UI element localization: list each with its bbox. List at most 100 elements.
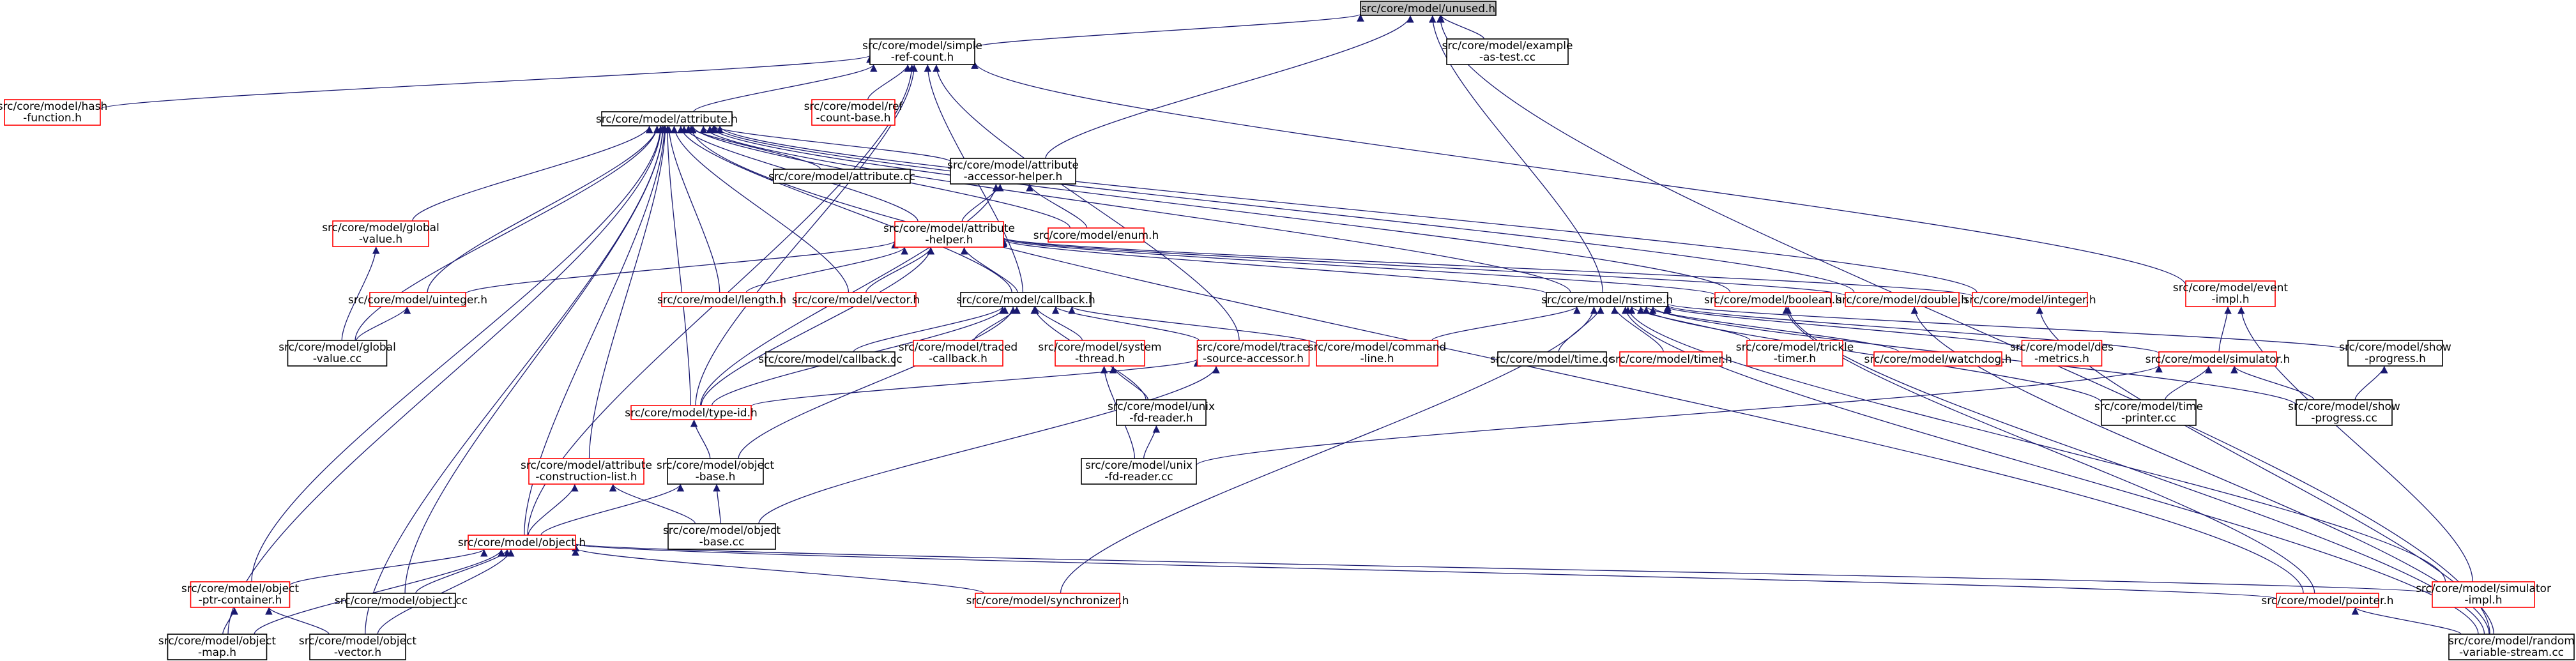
node-hash[interactable]: src/core/model/hash-function.h	[0, 99, 107, 126]
edge-unixfdcc-to-unixfdh	[1143, 425, 1161, 459]
node-length[interactable]: src/core/model/length.h	[657, 292, 786, 307]
node-enum[interactable]: src/core/model/enum.h	[1033, 227, 1159, 243]
node-cmdline[interactable]: src/core/model/command-line.h	[1308, 340, 1447, 367]
node-attrhelper[interactable]: src/core/model/attribute-helper.h	[883, 221, 1015, 248]
node-label-line: -map.h	[198, 646, 236, 659]
node-trace[interactable]: src/core/model/trace-source-accessor.h	[1196, 340, 1310, 367]
node-attrcc[interactable]: src/core/model/attribute.cc	[768, 169, 915, 184]
node-label-line: src/core/model/attribute	[521, 459, 652, 472]
node-globalh[interactable]: src/core/model/global-value.h	[322, 220, 439, 247]
node-objvector[interactable]: src/core/model/object-vector.h	[299, 634, 416, 660]
node-double[interactable]: src/core/model/double.h	[1836, 292, 1968, 307]
edge-callbackcc-to-callback	[853, 306, 1007, 353]
node-box	[190, 581, 291, 608]
edge-nstime-to-unused	[1428, 15, 1603, 293]
edge-timeprinter-to-nstime	[1637, 306, 2102, 403]
node-simimpl[interactable]: src/core/model/simulator-impl.h	[2416, 581, 2551, 608]
node-label-line: src/core/model/global	[322, 222, 439, 234]
edge-objmap-to-objecth	[254, 549, 505, 635]
edge-objbasecc-to-objbaseh	[713, 483, 721, 524]
edge-globalh-to-attribute	[412, 125, 653, 222]
node-label-line: src/core/model/attribute.h	[596, 113, 738, 126]
node-timecc[interactable]: src/core/model/time.cc	[1490, 351, 1614, 367]
node-label-line: src/core/model/trickle	[1736, 341, 1854, 354]
edge-objecth-to-attribute	[524, 125, 669, 536]
edge-ptrcont-to-objecth	[289, 549, 488, 586]
node-label-line: -construction-list.h	[535, 471, 637, 483]
node-watchdog[interactable]: src/core/model/watchdog.h	[1864, 351, 2012, 367]
node-box	[1619, 351, 1723, 367]
node-timer[interactable]: src/core/model/timer.h	[1610, 351, 1732, 367]
edge-simple-to-unused	[974, 13, 1364, 48]
node-timeprinter[interactable]: src/core/model/time-printer.cc	[2094, 399, 2203, 426]
node-label-line: -helper.h	[926, 234, 973, 247]
node-objecth[interactable]: src/core/model/object.h	[458, 535, 586, 550]
node-typeid[interactable]: src/core/model/type-id.h	[625, 405, 758, 420]
node-event[interactable]: src/core/model/event-impl.h	[2173, 280, 2289, 307]
node-uinteger[interactable]: src/core/model/uinteger.h	[348, 292, 487, 307]
node-objbaseh[interactable]: src/core/model/object-base.h	[657, 458, 774, 485]
node-random[interactable]: src/core/model/random-variable-stream.cc	[2448, 634, 2575, 660]
node-callbackcc[interactable]: src/core/model/callback.cc	[758, 351, 903, 367]
node-box	[1714, 292, 1832, 307]
node-traced[interactable]: src/core/model/traced-callback.h	[899, 340, 1017, 367]
edge-simimpl-to-objecth	[572, 543, 2433, 594]
node-simulator[interactable]: src/core/model/simulator.h	[2145, 351, 2290, 367]
node-label-line: src/core/model/simulator	[2416, 582, 2551, 595]
edge-trickle-to-nstime	[1627, 306, 1751, 341]
node-showh[interactable]: src/core/model/show-progress.h	[2339, 340, 2451, 367]
edge-objvector-to-ptrcont	[265, 607, 330, 635]
node-label-line: -impl.h	[2464, 594, 2502, 607]
node-label-line: src/core/model/enum.h	[1033, 229, 1159, 242]
node-integer[interactable]: src/core/model/integer.h	[1963, 292, 2096, 307]
node-label-line: src/core/model/unix	[1108, 400, 1215, 413]
edge-showcc-to-showh	[2354, 365, 2388, 400]
node-label-line: src/core/model/double.h	[1836, 294, 1968, 307]
node-objectcc[interactable]: src/core/model/object.cc	[335, 593, 468, 608]
node-ptrcont[interactable]: src/core/model/object-ptr-container.h	[181, 581, 299, 608]
node-showcc[interactable]: src/core/model/show-progress.cc	[2288, 399, 2400, 426]
edge-hash-to-simple	[100, 55, 874, 110]
node-label-line: src/core/model/command	[1308, 341, 1447, 354]
node-example[interactable]: src/core/model/example-as-test.cc	[1442, 38, 1573, 65]
node-unixfdcc[interactable]: src/core/model/unix-fd-reader.cc	[1081, 458, 1197, 485]
node-globalcc[interactable]: src/core/model/global-value.cc	[278, 340, 396, 367]
node-refbase[interactable]: src/core/model/ref-count-base.h	[804, 99, 904, 126]
edge-objectcc-to-attribute	[404, 125, 667, 594]
node-boolean[interactable]: src/core/model/boolean.h	[1704, 292, 1842, 307]
node-objbasecc[interactable]: src/core/model/object-base.cc	[663, 523, 781, 550]
node-callback[interactable]: src/core/model/callback.h	[956, 292, 1095, 307]
node-attrconst[interactable]: src/core/model/attribute-construction-li…	[521, 458, 652, 485]
node-label-line: src/core/model/des	[2010, 341, 2114, 354]
edge-sync-to-objecth	[572, 547, 985, 594]
node-box	[913, 340, 1003, 367]
node-box	[1055, 340, 1145, 367]
node-pointer[interactable]: src/core/model/pointer.h	[2261, 593, 2394, 608]
node-sync[interactable]: src/core/model/synchronizer.h	[966, 593, 1129, 608]
node-label-line: src/core/model/traced	[899, 341, 1017, 354]
node-objmap[interactable]: src/core/model/object-map.h	[158, 634, 276, 660]
node-des[interactable]: src/core/model/des-metrics.h	[2010, 340, 2114, 367]
edge-integer-to-attrhelper	[1000, 237, 1973, 297]
node-accessor[interactable]: src/core/model/attribute-accessor-helper…	[947, 158, 1079, 185]
node-label-line: src/core/model/integer.h	[1963, 294, 2096, 307]
node-box	[1873, 351, 2002, 367]
node-box	[773, 169, 911, 184]
edge-objvector-to-objecth	[377, 549, 515, 635]
edge-objecth-to-attrconst	[528, 483, 579, 536]
node-unused[interactable]: src/core/model/unused.h	[1360, 1, 1497, 16]
node-box	[811, 99, 896, 126]
node-unixfdh[interactable]: src/core/model/unix-fd-reader.h	[1108, 399, 1215, 426]
edge-event-to-simple	[971, 61, 2186, 286]
edge-vector-to-attribute	[670, 125, 850, 293]
node-label-line: src/core/model/example	[1442, 40, 1573, 52]
node-attribute[interactable]: src/core/model/attribute.h	[596, 111, 738, 126]
node-nstime[interactable]: src/core/model/nstime.h	[1541, 292, 1673, 307]
edge-attribute-to-simple	[693, 64, 878, 112]
node-trickle[interactable]: src/core/model/trickle-timer.h	[1736, 340, 1854, 367]
node-simple[interactable]: src/core/model/simple-ref-count.h	[862, 38, 982, 65]
node-systhread[interactable]: src/core/model/system-thread.h	[1038, 340, 1162, 367]
node-label-line: -metrics.h	[2034, 353, 2089, 365]
node-vector[interactable]: src/core/model/vector.h	[792, 292, 920, 307]
